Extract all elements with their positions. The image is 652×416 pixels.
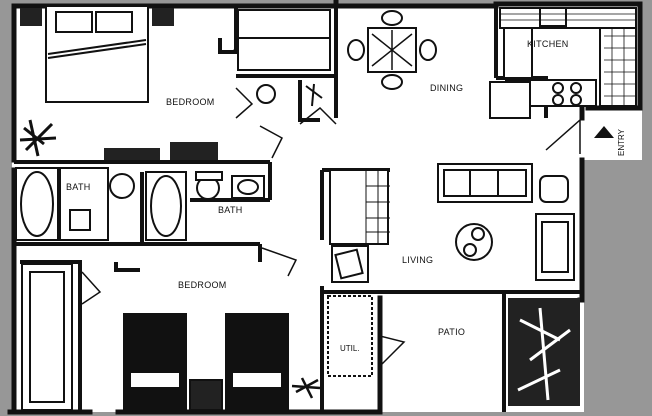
shelves-icon (104, 142, 218, 160)
armchair (535, 175, 575, 281)
sink-icon (256, 83, 323, 107)
coffee-table (455, 223, 493, 261)
closet-bottom (21, 263, 73, 411)
patio-label: PATIO (438, 327, 465, 337)
util-label: UTIL. (340, 344, 360, 353)
bedroom-top-label: BEDROOM (166, 97, 215, 107)
kitchen-counters (489, 7, 637, 119)
bath-left-fixtures (15, 167, 135, 241)
beds-bottom (123, 313, 289, 411)
bath-right-label: BATH (218, 205, 243, 215)
sofa (437, 163, 533, 203)
entry-label: ENTRY (617, 128, 626, 156)
kitchen-tile (500, 13, 636, 106)
plant-icon (291, 377, 321, 399)
bedroom-bottom-label: BEDROOM (178, 280, 227, 290)
grid-shelving (365, 170, 390, 244)
entry-arrow-icon (594, 126, 614, 138)
nightstand-icon (20, 8, 174, 26)
util-closet (327, 295, 373, 377)
kitchen-label: KITCHEN (527, 39, 569, 49)
bath-right-fixtures (145, 171, 265, 241)
bath-left-label: BATH (66, 182, 91, 192)
plant-icon (19, 119, 57, 157)
living-label: LIVING (402, 255, 433, 265)
patio-planter-leaves (517, 307, 571, 401)
dresser-top (237, 9, 331, 71)
bed-top (45, 5, 149, 103)
dining-table (347, 10, 437, 90)
exterior-walls (7, 0, 643, 415)
dining-label: DINING (430, 83, 463, 93)
